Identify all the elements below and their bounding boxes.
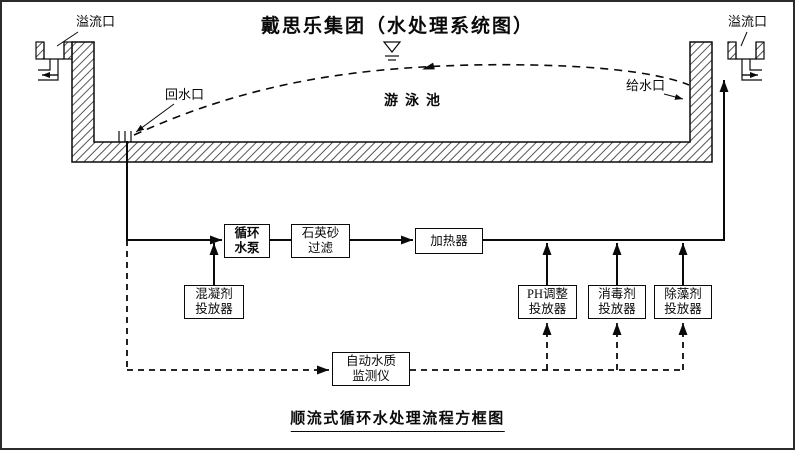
node-sand-filter-line2: 过滤 [307, 241, 333, 255]
flow-lines [126, 80, 729, 285]
node-water-quality-monitor: 自动水质 监测仪 [332, 352, 410, 386]
overflow-left-wall2 [63, 41, 73, 60]
node-heater-line1: 加热器 [430, 233, 468, 248]
water-level-icon [382, 41, 402, 53]
node-sand-filter-line1: 石英砂 [301, 226, 340, 240]
node-sand-filter: 石英砂 过滤 [291, 224, 350, 258]
node-ph-adjuster-doser-line2: 投放器 [528, 302, 567, 316]
drain-grate-icon [118, 131, 132, 142]
overflow-left-pipe [38, 59, 51, 71]
overflow-right-leader [740, 31, 748, 47]
node-coagulant-doser: 混凝剂 投放器 [184, 285, 244, 319]
node-heater: 加热器 [415, 228, 483, 254]
overflow-right-wall [727, 41, 737, 60]
supply-port-leader [663, 93, 684, 100]
overflow-right-pipe [749, 59, 762, 71]
overflow-left-label: 溢流口 [76, 14, 116, 29]
overflow-right-gutter [735, 42, 757, 60]
node-water-quality-monitor-line1: 自动水质 [345, 354, 396, 368]
supply-port-label: 给水口 [626, 78, 666, 93]
node-disinfectant-doser-line2: 投放器 [598, 302, 636, 316]
node-algaecide-doser: 除藻剂 投放器 [654, 285, 712, 319]
pool-flow-curve [133, 63, 690, 136]
overflow-left-pipe2 [38, 59, 59, 81]
node-disinfectant-doser: 消毒剂 投放器 [588, 285, 646, 319]
node-water-quality-monitor-line2: 监测仪 [352, 369, 390, 383]
return-port-leader [135, 103, 175, 133]
node-algaecide-doser-line1: 除藻剂 [664, 287, 702, 301]
overflow-right-label: 溢流口 [728, 14, 768, 29]
node-disinfectant-doser-line1: 消毒剂 [598, 287, 636, 301]
node-circulation-pump-line2: 水泵 [234, 241, 260, 255]
pool-label: 游泳池 [384, 94, 447, 109]
return-port-label: 回水口 [165, 87, 205, 102]
node-coagulant-doser-line1: 混凝剂 [195, 287, 233, 301]
overflow-left-leader [56, 31, 79, 47]
node-circulation-pump: 循环 水泵 [224, 224, 270, 258]
control-lines [126, 240, 688, 375]
page-title: 戴思乐集团（水处理系统图） [260, 16, 534, 37]
node-circulation-pump-line1: 循环 [234, 226, 260, 240]
pool-wall-band [71, 41, 713, 163]
overflow-right-pipe2 [741, 59, 762, 81]
overflow-left-gutter [43, 42, 65, 60]
node-ph-adjuster-doser: PH调整 投放器 [518, 285, 577, 319]
node-algaecide-doser-line2: 投放器 [664, 302, 702, 316]
overflow-right-wall2 [755, 41, 765, 60]
node-coagulant-doser-line2: 投放器 [195, 302, 233, 316]
pool-structure [35, 31, 765, 163]
pool-flow-arrowhead [422, 62, 435, 70]
node-ph-adjuster-doser-line1: PH调整 [527, 287, 568, 301]
caption: 顺流式循环水处理流程方框图 [290, 407, 505, 432]
overflow-left-wall [35, 41, 45, 60]
